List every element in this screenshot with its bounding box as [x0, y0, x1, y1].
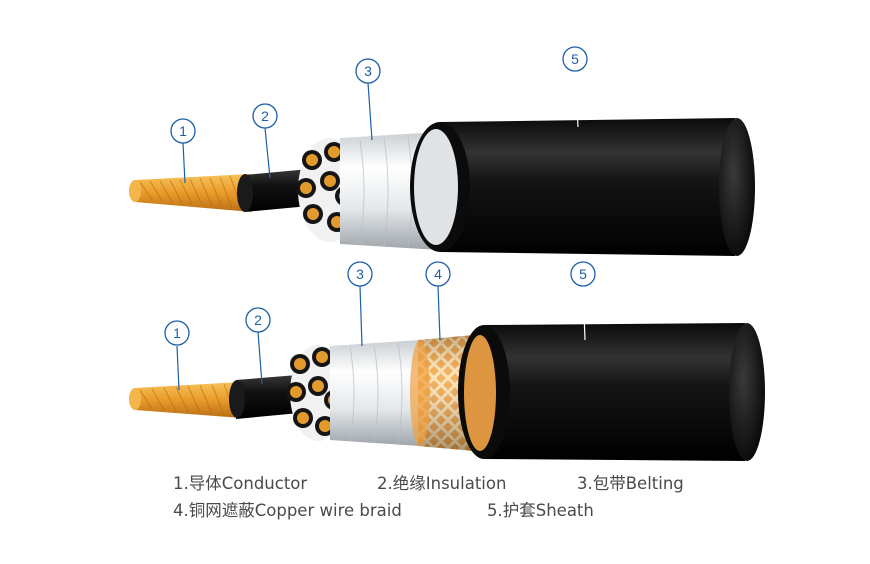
legend-insulation: 2.绝缘Insulation: [377, 474, 507, 493]
legend-row-2: 4.铜网遮蔽Copper wire braid 5.护套Sheath: [173, 497, 594, 521]
svg-text:2: 2: [261, 108, 269, 124]
svg-text:4: 4: [434, 266, 442, 282]
bottom-sheath: [458, 323, 765, 461]
callout-bottom-3: 3: [347, 261, 373, 287]
callout-bottom-5: 5: [570, 261, 596, 287]
callout-top-3: 3: [355, 58, 381, 84]
bottom-cable: [129, 285, 765, 461]
top-conductor: [129, 174, 252, 212]
svg-text:3: 3: [364, 63, 372, 79]
callout-top-5: 5: [562, 46, 588, 72]
bottom-belting: [330, 340, 420, 446]
callout-circles: 1 2 3 5 1 2 3 4: [164, 46, 596, 346]
legend-copper-braid: 4.铜网遮蔽Copper wire braid: [173, 501, 402, 520]
callout-bottom-2: 2: [245, 307, 271, 333]
callout-bottom-4: 4: [425, 261, 451, 287]
bottom-conductor: [129, 382, 242, 418]
callout-top-2: 2: [252, 103, 278, 129]
top-sheath: [410, 118, 755, 256]
svg-text:1: 1: [173, 325, 181, 341]
svg-text:5: 5: [579, 266, 587, 282]
svg-text:1: 1: [179, 123, 187, 139]
legend-conductor: 1.导体Conductor: [173, 474, 308, 493]
bottom-callouts: [176, 285, 586, 391]
legend-belting: 3.包带Belting: [577, 474, 684, 493]
callout-bottom-1: 1: [164, 320, 190, 346]
callout-top-1: 1: [170, 118, 196, 144]
svg-text:5: 5: [571, 51, 579, 67]
svg-text:2: 2: [254, 312, 262, 328]
top-callouts: [182, 70, 579, 184]
legend-row-1: 1.导体Conductor 2.绝缘Insulation 3.包带Belting: [173, 470, 684, 494]
svg-text:3: 3: [356, 266, 364, 282]
top-cable: [129, 70, 755, 256]
legend-sheath: 5.护套Sheath: [487, 501, 594, 520]
